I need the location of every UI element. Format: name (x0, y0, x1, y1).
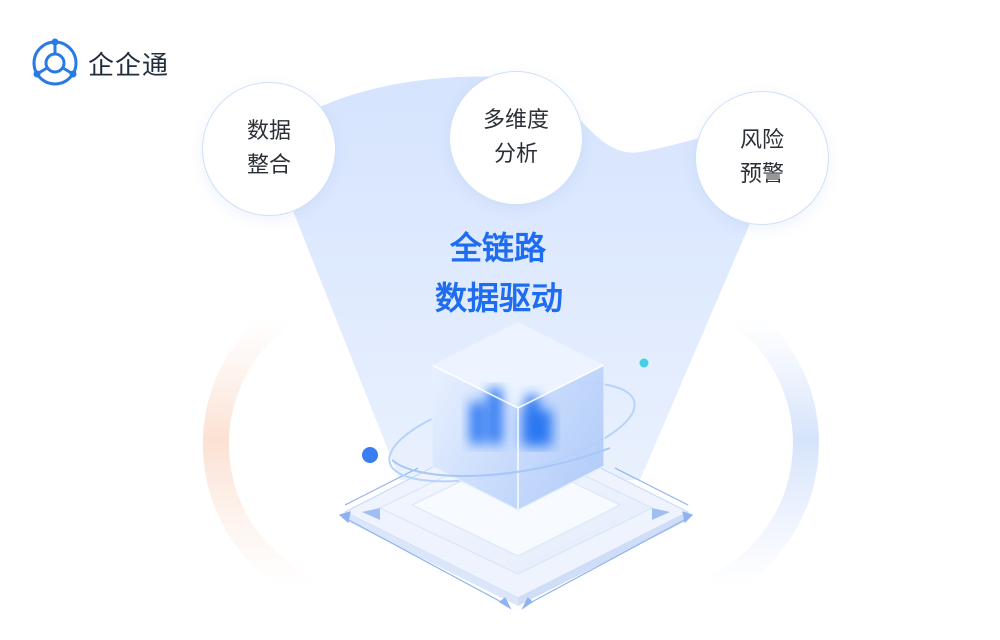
bubble-risk-warning: 风险 预警 (695, 91, 829, 225)
headline-line-1: 全链路 (449, 229, 546, 267)
bubble-multi-dim-analysis: 多维度 分析 (449, 71, 583, 205)
bubble-line-2: 分析 (493, 142, 538, 167)
light-beam (268, 76, 790, 480)
decor-ring-right (707, 307, 819, 598)
orbit-dot-cyan (639, 358, 649, 368)
bubble-line-2: 整合 (246, 153, 291, 178)
tri-node-logo-icon (32, 38, 78, 86)
bubble-line-1: 数据 (246, 119, 291, 144)
orbit-ring-front (391, 447, 611, 478)
orbit-dot-blue (362, 447, 378, 463)
brand-name: 企企通 (88, 50, 170, 81)
data-cube (431, 321, 605, 511)
brand-logo[interactable]: 企企通 (30, 38, 169, 88)
bubble-data-integration: 数据 整合 (202, 82, 336, 216)
bar-chart-icon (470, 388, 552, 446)
bubble-line-1: 风险 (739, 128, 784, 153)
bubble-line-2: 预警 (739, 162, 784, 187)
axis-arrows (338, 467, 694, 610)
decor-ring-left (202, 307, 313, 598)
bubble-line-1: 多维度 (482, 108, 549, 133)
headline-line-2: 数据驱动 (434, 279, 563, 317)
